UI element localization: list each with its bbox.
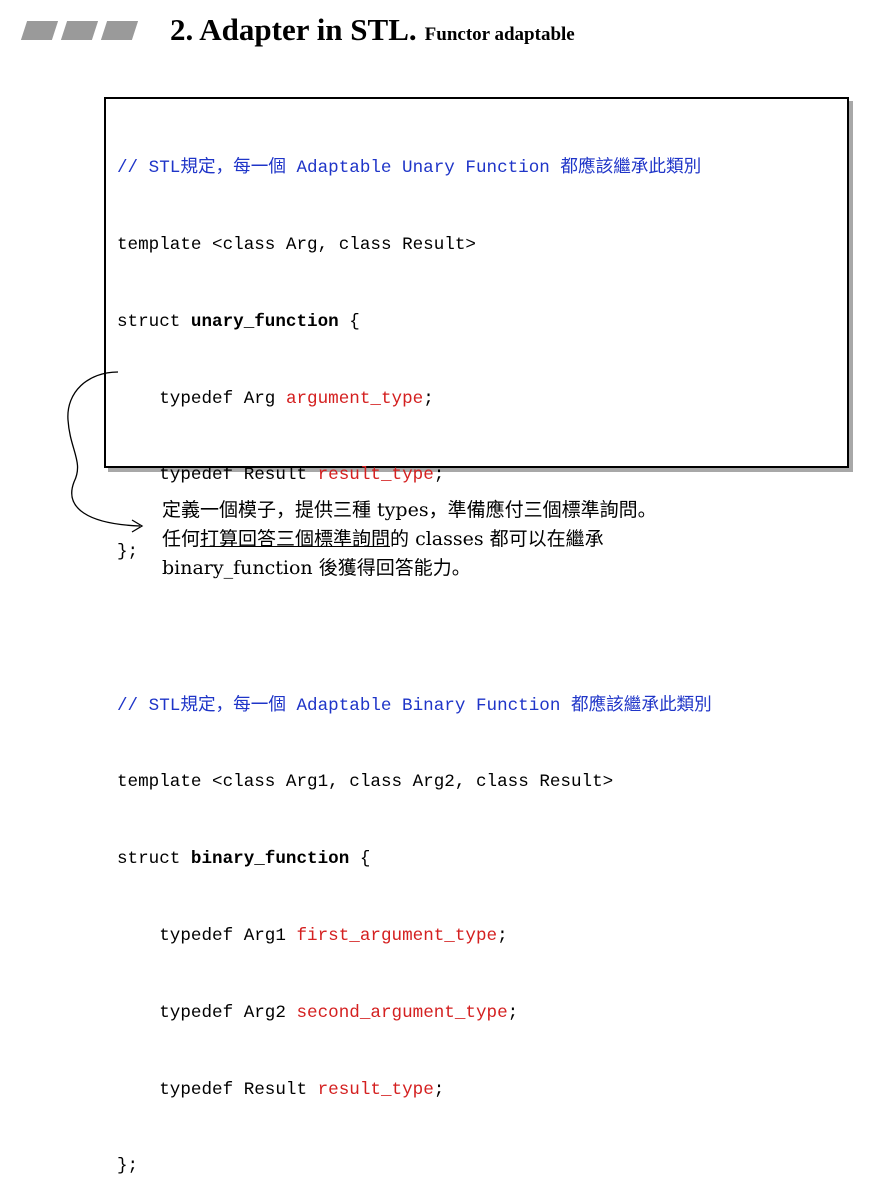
code-keyword: struct [117, 311, 191, 332]
arrow-head-icon [131, 519, 144, 533]
code-struct-unary: struct unary_function { [117, 310, 712, 336]
note-text: 的 classes 都可以在繼承 [390, 528, 604, 550]
code-typedef-result-binary: typedef Result result_type; [117, 1078, 712, 1104]
typedef-name: result_type [317, 465, 434, 486]
code-typedef-first-argument: typedef Arg1 first_argument_type; [117, 924, 712, 950]
title-subtitle: Functor adaptable [424, 24, 575, 45]
code-typedef-prefix: typedef Arg2 [117, 1002, 297, 1023]
code-semicolon: ; [433, 465, 445, 486]
code-close-unary: }; [117, 542, 139, 563]
code-blank-line [117, 617, 712, 643]
code-comment-unary: // STL規定，每一個 Adaptable Unary Function 都應… [117, 158, 702, 179]
code-template-binary: template <class Arg1, class Arg2, class … [117, 772, 614, 793]
typedef-name: second_argument_type [296, 1002, 508, 1023]
code-typedef-prefix: typedef Arg1 [117, 926, 297, 946]
annotation-arrow [67, 371, 144, 533]
code-semicolon: ; [507, 1002, 519, 1023]
struct-name-binary: binary_function [190, 849, 350, 870]
code-template-unary: template <class Arg, class Result> [117, 234, 476, 255]
slide-title: 2. Adapter in STL. Functor adaptable [170, 12, 575, 48]
title-main: 2. Adapter in STL. [170, 12, 417, 47]
code-keyword: struct [117, 849, 191, 870]
typedef-name: argument_type [285, 388, 424, 409]
struct-name-unary: unary_function [190, 311, 339, 332]
note-text: 任何 [162, 528, 201, 550]
code-typedef-prefix: typedef Result [117, 1079, 318, 1100]
code-typedef-prefix: typedef Result [117, 465, 318, 486]
note-line-1: 定義一個模子，提供三種 types，準備應付三個標準詢問。 [162, 499, 657, 521]
code-struct-binary: struct binary_function { [117, 847, 712, 873]
code-semicolon: ; [497, 926, 508, 946]
arrow-curve [67, 371, 141, 527]
code-close-binary: }; [117, 1156, 139, 1177]
code-typedef-argument: typedef Arg argument_type; [117, 387, 712, 413]
code-semicolon: ; [433, 1079, 445, 1100]
code-semicolon: ; [423, 388, 434, 409]
code-brace: { [349, 849, 371, 870]
explanation-note: 定義一個模子，提供三種 types，準備應付三個標準詢問。 任何打算回答三個標準… [162, 496, 657, 583]
typedef-name: result_type [317, 1079, 434, 1100]
note-line-3: binary_function 後獲得回答能力。 [162, 557, 471, 579]
code-typedef-prefix: typedef Arg [117, 388, 286, 409]
code-comment-binary: // STL規定，每一個 Adaptable Binary Function 都… [117, 695, 712, 716]
note-underlined-text: 打算回答三個標準詢問 [200, 528, 391, 550]
code-typedef-second-argument: typedef Arg2 second_argument_type; [117, 1001, 712, 1027]
code-typedef-result: typedef Result result_type; [117, 463, 712, 489]
typedef-name: first_argument_type [296, 926, 498, 946]
code-brace: { [338, 311, 360, 332]
note-line-2: 任何打算回答三個標準詢問的 classes 都可以在繼承 [162, 525, 657, 554]
